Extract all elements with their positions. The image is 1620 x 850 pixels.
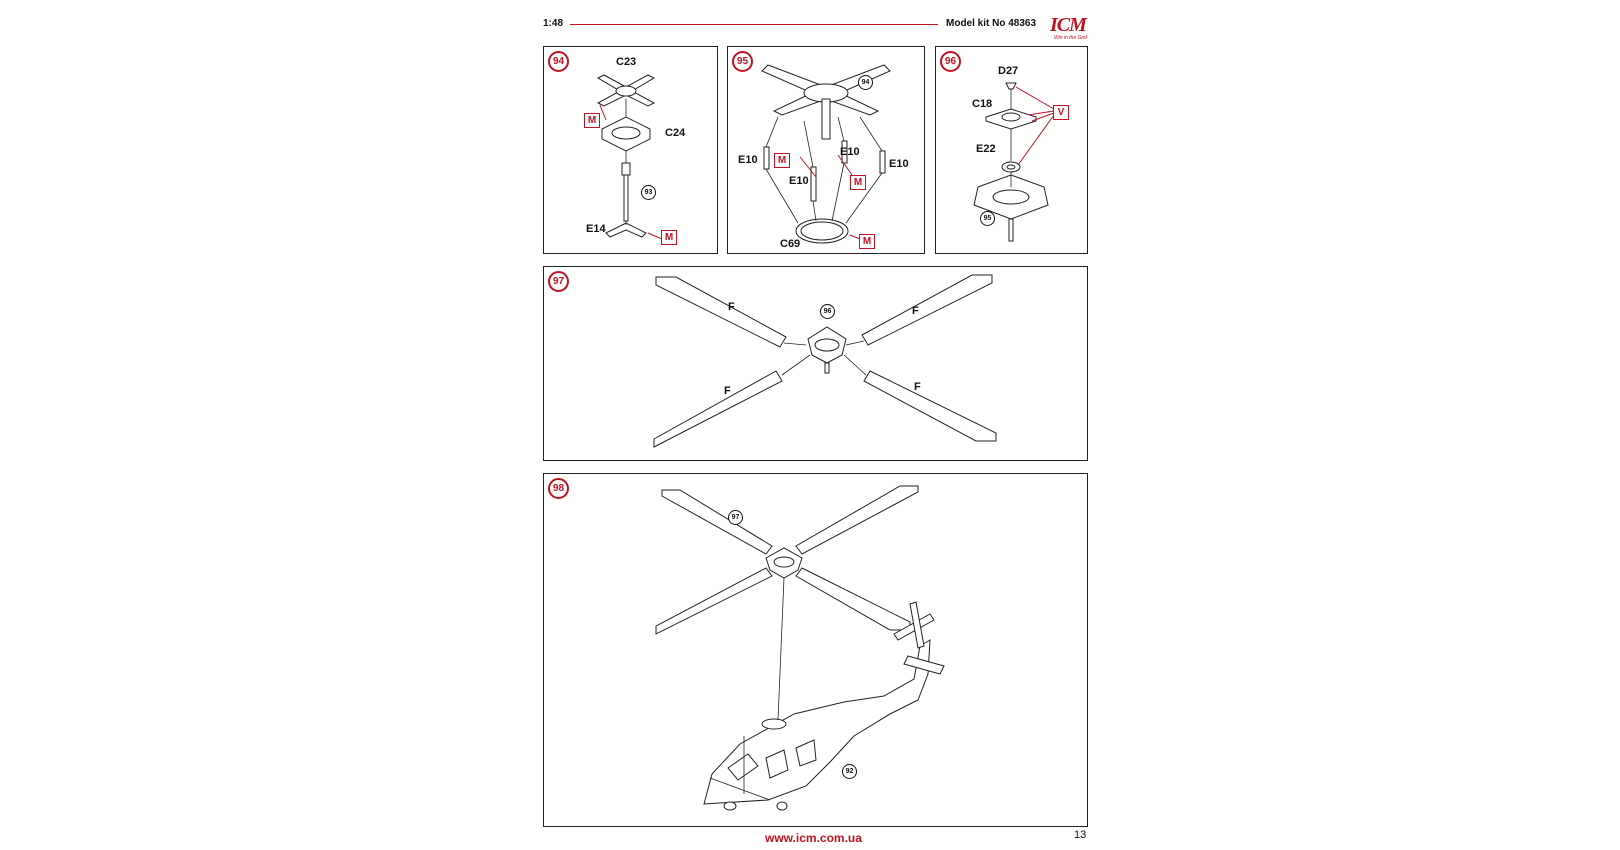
pushrod-shape bbox=[763, 146, 770, 170]
part-e10-label: E10 bbox=[789, 175, 809, 187]
pushrod-shape bbox=[841, 140, 848, 164]
step-96-drawing bbox=[973, 82, 1055, 242]
part-e14-label: E14 bbox=[586, 223, 606, 235]
step-96-number: 96 bbox=[940, 51, 961, 72]
part-d27-shape bbox=[1005, 82, 1017, 90]
mark-m-badge: M bbox=[774, 153, 790, 168]
part-c24-label: C24 bbox=[665, 127, 686, 139]
horizontal-stabilizer-shape bbox=[903, 655, 945, 675]
step-94-number: 94 bbox=[548, 51, 569, 72]
blade-f-label: F bbox=[912, 305, 919, 317]
cabin-window-shape bbox=[765, 749, 789, 779]
part-e10-label: E10 bbox=[889, 158, 909, 170]
step-98-number: 98 bbox=[548, 478, 569, 499]
mark-m-badge: M bbox=[661, 230, 677, 245]
part-e14-shape bbox=[605, 222, 647, 238]
ref-92-badge: 92 bbox=[842, 764, 857, 779]
ref-96-badge: 96 bbox=[820, 304, 835, 319]
tail-rotor-shape bbox=[909, 601, 925, 649]
mark-v-badge: V bbox=[1053, 105, 1069, 120]
blade-f-label: F bbox=[724, 385, 731, 397]
part-e22-label: E22 bbox=[976, 143, 996, 155]
icm-logo: ICM Win in the Grid bbox=[1050, 14, 1098, 44]
part-c23-label: C23 bbox=[616, 56, 637, 68]
part-c69-label: C69 bbox=[780, 238, 801, 250]
part-e10-label: E10 bbox=[840, 146, 860, 158]
blade-f-shape bbox=[861, 274, 993, 346]
mark-m-badge: M bbox=[859, 234, 875, 249]
logo-tagline: Win in the Grid bbox=[1054, 35, 1088, 41]
shaft-shape bbox=[621, 162, 631, 176]
step-95-drawing bbox=[761, 64, 891, 244]
step-98-drawing bbox=[655, 485, 945, 811]
ref-93-badge: 93 bbox=[641, 185, 656, 200]
pushrod-shape bbox=[810, 166, 817, 202]
step-95-panel: 95 94 E10 E10 E10 E10 C69 M M M bbox=[727, 46, 925, 254]
header-rule bbox=[570, 24, 938, 25]
main-rotor-blade-shape bbox=[661, 489, 773, 555]
main-rotor-blade-shape bbox=[795, 567, 911, 631]
mark-m-badge: M bbox=[850, 175, 866, 190]
part-c18-label: C18 bbox=[972, 98, 993, 110]
rotor-mast-shape bbox=[761, 718, 787, 730]
step-97-drawing bbox=[653, 274, 997, 448]
scale-label: 1:48 bbox=[543, 18, 564, 29]
blade-f-shape bbox=[863, 370, 997, 442]
blade-f-shape bbox=[653, 370, 783, 448]
part-e10-label: E10 bbox=[738, 154, 758, 166]
kit-number: Model kit No 48363 bbox=[946, 18, 1037, 29]
mark-m-badge: M bbox=[584, 113, 600, 128]
step-94-panel: 94 C23 C24 E14 93 M M bbox=[543, 46, 718, 254]
logo-brand: ICM bbox=[1050, 14, 1087, 36]
step-94-drawing bbox=[596, 74, 663, 240]
ref-97-badge: 97 bbox=[728, 510, 743, 525]
step-97-panel: 97 96 F F F F bbox=[543, 266, 1088, 461]
step-97-number: 97 bbox=[548, 271, 569, 292]
page-number: 13 bbox=[1074, 829, 1087, 841]
part-d27-label: D27 bbox=[998, 65, 1019, 77]
blade-f-shape bbox=[655, 276, 787, 348]
cabin-window-shape bbox=[795, 739, 817, 767]
step-96-panel: 96 D27 C18 E22 95 V bbox=[935, 46, 1088, 254]
main-rotor-blade-shape bbox=[795, 485, 919, 555]
cabin-window-shape bbox=[727, 753, 759, 781]
step-98-panel: 98 97 92 bbox=[543, 473, 1088, 827]
blade-f-label: F bbox=[914, 381, 921, 393]
ref-94-badge: 94 bbox=[858, 75, 873, 90]
main-rotor-blade-shape bbox=[655, 567, 773, 635]
step-95-number: 95 bbox=[732, 51, 753, 72]
blade-f-label: F bbox=[728, 301, 735, 313]
pushrod-shape bbox=[879, 150, 886, 174]
footer-website-link[interactable]: www.icm.com.ua bbox=[765, 831, 862, 845]
ref-95-badge: 95 bbox=[980, 211, 995, 226]
